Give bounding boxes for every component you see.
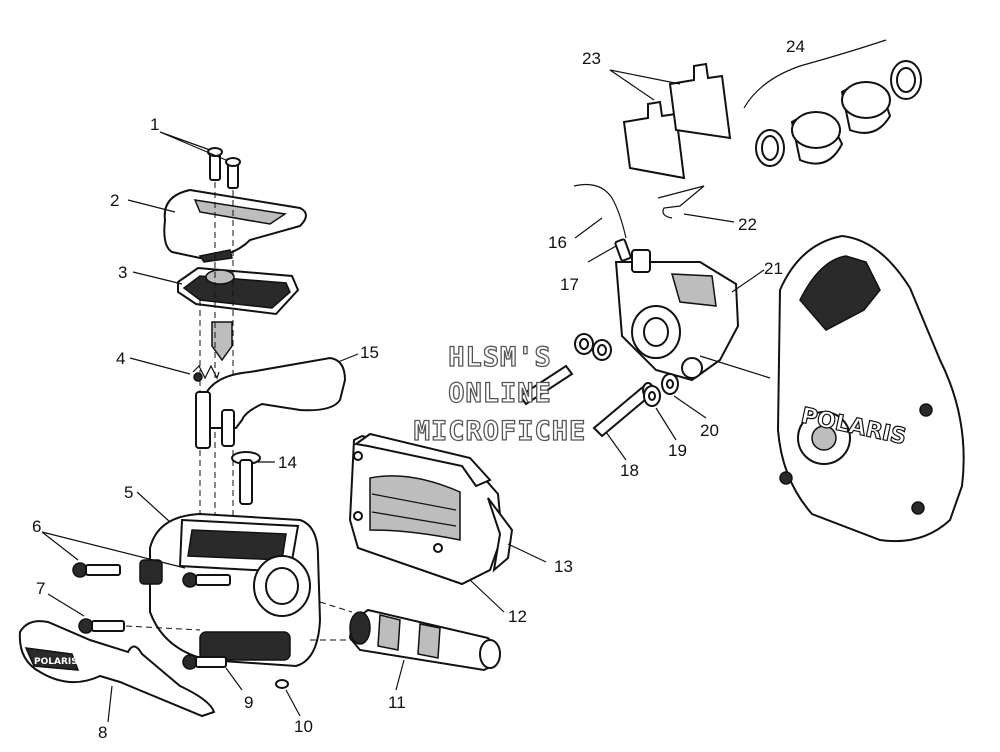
part-12-housing: [348, 434, 504, 586]
callout-15: 15: [360, 343, 379, 362]
part-3-diaphragm: [177, 266, 300, 316]
callout-23: 23: [582, 49, 601, 68]
callout-22: 22: [738, 215, 757, 234]
part-23-brake-pads: [622, 62, 732, 180]
callout-4: 4: [116, 349, 125, 368]
part-2-cover: [163, 188, 307, 263]
callout-19: 19: [668, 441, 687, 460]
callout-13: 13: [554, 557, 573, 576]
part-11-piston: [348, 608, 501, 672]
callout-1: 1: [150, 115, 159, 134]
callout-labels: 1 2 3 4 5 6 7 8 9 10 11 12 13 14 15 16 1…: [32, 37, 805, 742]
watermark-line-2: ONLINE: [448, 378, 552, 409]
watermark-line-3: MICROFICHE: [414, 416, 587, 447]
part-24-pistons-seals: [755, 60, 922, 167]
callout-2: 2: [110, 191, 119, 210]
part-14-pin: [231, 451, 261, 505]
part-1-screws: [207, 147, 241, 189]
part-19-washer: [643, 385, 661, 407]
callout-3: 3: [118, 263, 127, 282]
part-22-clip: [657, 185, 705, 219]
part-17-bleeder: [614, 238, 632, 262]
callout-5: 5: [124, 483, 133, 502]
part-7-screw: [78, 618, 125, 634]
callout-24: 24: [786, 37, 805, 56]
part-10-washer: [275, 679, 289, 689]
part-4-spring: [192, 364, 220, 382]
callout-6: 6: [32, 517, 41, 536]
part-13-cover: [353, 432, 514, 573]
callout-9: 9: [244, 693, 253, 712]
plunger: [211, 321, 233, 362]
callout-8: 8: [98, 723, 107, 742]
callout-14: 14: [278, 453, 297, 472]
callout-12: 12: [508, 607, 527, 626]
watermark: HLSM'S ONLINE MICROFICHE: [413, 341, 587, 447]
callout-10: 10: [294, 717, 313, 736]
mounting-washers: [518, 333, 612, 406]
part-20-washer: [661, 373, 679, 395]
part-9-screw: [182, 654, 227, 670]
part-6-screws: [72, 562, 231, 588]
callout-21: 21: [764, 259, 783, 278]
callout-18: 18: [620, 461, 639, 480]
part-16-bleed-tube: [573, 183, 627, 239]
part-8-brake-lever: POLARIS: [18, 620, 216, 718]
callout-7: 7: [36, 579, 45, 598]
callout-20: 20: [700, 421, 719, 440]
lever-brand-mark: POLARIS: [34, 657, 78, 667]
gear-cover: POLARIS: [776, 234, 965, 543]
part-5-master-cylinder-body: [139, 512, 322, 668]
part-15-lever-arm: [195, 356, 347, 449]
callout-17: 17: [560, 275, 579, 294]
callout-11: 11: [388, 693, 406, 712]
watermark-line-1: HLSM'S: [448, 342, 552, 373]
callout-16: 16: [548, 233, 567, 252]
part-21-caliper: [614, 249, 740, 382]
